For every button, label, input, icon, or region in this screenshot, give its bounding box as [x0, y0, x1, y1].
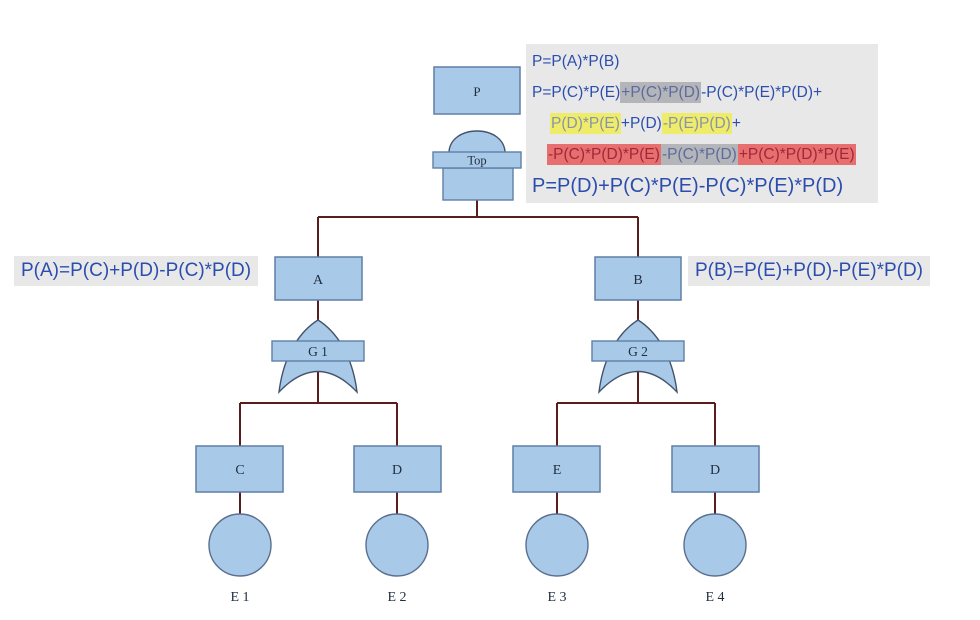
formula-highlight-gray: +P(C)*P(D) — [620, 82, 702, 103]
leaf-label-c: C — [235, 463, 244, 478]
or-gate-2-bar — [591, 340, 685, 362]
formula-text: +P(D) — [620, 115, 662, 132]
formula-line-5: P=P(D)+P(C)*P(E)-P(C)*P(E)*P(D) — [532, 175, 870, 197]
and-gate-body — [442, 167, 514, 201]
formula-node-a: P(A)=P(C)+P(D)-P(C)*P(D) — [14, 256, 259, 286]
and-gate-dome — [448, 130, 506, 154]
basic-event-circle-4 — [683, 513, 747, 577]
basic-event-circle-1 — [208, 513, 272, 577]
and-gate-bar — [432, 151, 522, 169]
formula-highlight-red: +P(C)*P(D)*P(E) — [737, 144, 856, 165]
formula-node-b: P(B)=P(E)+P(D)-P(E)*P(D) — [688, 256, 931, 286]
formula-text: P=P(C)*P(E) — [532, 84, 621, 101]
or-gate-1-bar — [271, 340, 365, 362]
formula-line-4: -P(C)*P(D)*P(E)-P(C)*P(D)+P(C)*P(D)*P(E) — [547, 144, 870, 166]
formula-highlight-red: -P(C)*P(D)*P(E) — [547, 144, 661, 165]
formula-block: P=P(A)*P(B) P=P(C)*P(E)+P(C)*P(D)-P(C)*P… — [526, 44, 878, 203]
intermediate-box-b — [594, 256, 682, 301]
leaf-box-d2 — [671, 445, 760, 493]
formula-text: + — [731, 115, 741, 132]
formula-text: P=P(A)*P(B) — [532, 53, 620, 70]
leaf-box-c — [195, 445, 284, 493]
leaf-box-e — [512, 445, 601, 493]
and-gate-label: Top — [467, 154, 486, 168]
intermediate-label-b: B — [633, 273, 642, 288]
basic-event-circle-3 — [525, 513, 589, 577]
formula-text: P=P(D)+P(C)*P(E)-P(C)*P(E)*P(D) — [532, 175, 844, 197]
event-label-4: E 4 — [705, 590, 724, 605]
event-label-3: E 3 — [547, 590, 566, 605]
intermediate-box-a — [274, 256, 363, 301]
event-label-1: E 1 — [230, 590, 249, 605]
event-label-2: E 2 — [387, 590, 406, 605]
top-event-box — [433, 66, 521, 115]
intermediate-label-a: A — [313, 273, 324, 288]
connector-lines — [239, 196, 716, 515]
leaf-box-d1 — [353, 445, 442, 493]
formula-highlight-gray: -P(C)*P(D) — [660, 144, 738, 165]
or-gate-2-label: G 2 — [628, 344, 648, 359]
leaf-label-e: E — [553, 463, 562, 478]
leaf-label-d2: D — [710, 463, 720, 478]
formula-highlight-yellow: P(D)*P(E) — [550, 113, 621, 134]
basic-event-circle-2 — [365, 513, 429, 577]
formula-text: -P(C)*P(E)*P(D)+ — [701, 84, 823, 101]
or-gate-1-label: G 1 — [308, 344, 328, 359]
leaf-label-d1: D — [392, 463, 402, 478]
top-event-label: P — [473, 84, 480, 99]
formula-highlight-yellow: -P(E)P(D) — [661, 113, 732, 134]
formula-line-2: P=P(C)*P(E)+P(C)*P(D)-P(C)*P(E)*P(D)+ — [532, 82, 870, 104]
formula-line-3: P(D)*P(E)+P(D)-P(E)P(D)+ — [550, 113, 870, 135]
formula-line-1: P=P(A)*P(B) — [532, 51, 870, 73]
